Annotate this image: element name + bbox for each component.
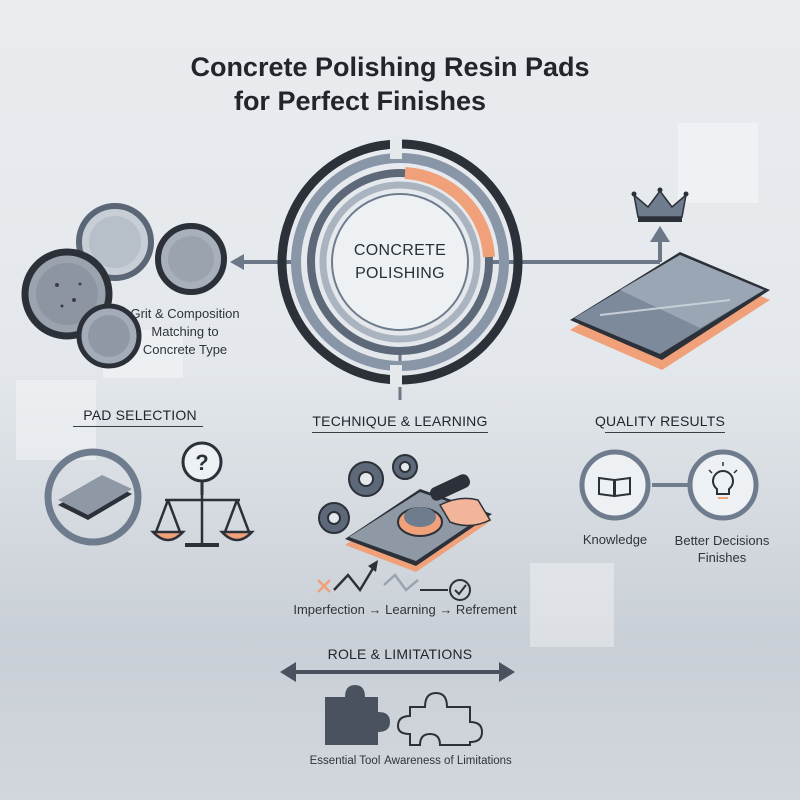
polished-slab <box>570 252 770 370</box>
trend-line-icon <box>333 564 377 593</box>
center-line2: POLISHING <box>355 265 445 282</box>
technique-flow-label: Imperfection → Learning → Refrement <box>293 602 517 617</box>
section-role: ROLE & LIMITATIONS <box>327 646 473 662</box>
underline <box>73 426 203 427</box>
svg-text:?: ? <box>195 450 208 475</box>
grit-disc-right <box>155 223 227 295</box>
grit-line3: Concrete Type <box>142 342 228 357</box>
gear-icon <box>318 454 418 534</box>
question-icon: ? <box>181 441 223 495</box>
section-quality: QUALITY RESULTS <box>594 413 726 429</box>
puzzle-icon <box>325 685 390 745</box>
scale-icon <box>150 495 255 547</box>
section-pad-selection: PAD SELECTION <box>83 407 197 423</box>
center-ring <box>277 137 523 387</box>
center-title: CONCRETE POLISHING <box>320 239 480 285</box>
decor-square <box>530 563 614 647</box>
puzzle-outline-icon <box>396 691 484 746</box>
book-icon <box>579 449 651 521</box>
page-title-line1: Concrete Polishing Resin Pads <box>190 52 590 82</box>
grit-line2: Matching to <box>151 324 219 339</box>
lightbulb-icon <box>687 449 759 521</box>
cross-icon <box>317 579 331 593</box>
page-title-line2: for Perfect Finishes <box>233 86 487 116</box>
better-line1: Better Decisions <box>674 533 770 548</box>
center-line1: CONCRETE <box>353 242 447 259</box>
check-icon <box>449 579 471 601</box>
grit-line1: Grit & Composition <box>130 306 240 321</box>
crown-icon <box>631 187 689 222</box>
better-decisions-label: Better Decisions Finishes <box>662 532 782 566</box>
knowledge-label: Knowledge <box>582 532 648 547</box>
arrow-left-icon <box>230 254 244 270</box>
grit-disc-bottom <box>76 303 142 369</box>
arrow-up-icon <box>650 226 670 242</box>
underline <box>605 432 725 433</box>
underline <box>312 432 488 433</box>
awareness-label: Awareness of Limitations <box>384 755 512 767</box>
pad-ring-icon <box>44 448 142 546</box>
polisher-hand <box>397 474 492 537</box>
section-technique: TECHNIQUE & LEARNING <box>312 413 488 429</box>
trend-arrow-icon <box>368 560 378 572</box>
grit-caption: Grit & Composition Matching to Concrete … <box>110 305 260 359</box>
essential-tool-label: Essential Tool <box>309 755 381 767</box>
trend-line-light-icon <box>383 573 419 592</box>
decor-square <box>678 123 758 203</box>
decor-square <box>16 380 96 460</box>
better-line2: Finishes <box>697 550 747 565</box>
double-arrow-icon <box>280 662 515 682</box>
